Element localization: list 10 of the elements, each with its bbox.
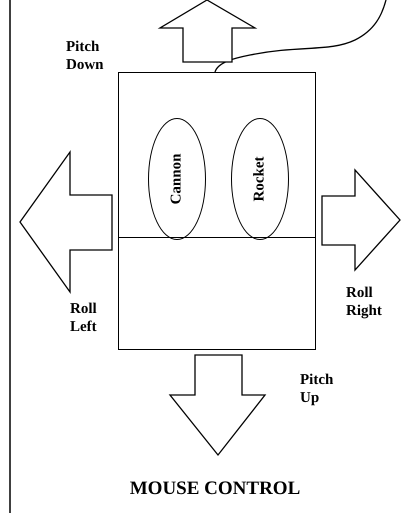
- title: MOUSE CONTROL: [128, 478, 302, 500]
- direction-label: Roll Right: [346, 284, 383, 320]
- direction-label: Pitch Down: [66, 38, 105, 74]
- direction-label: Pitch Up: [300, 371, 334, 407]
- direction-label: Roll Left: [70, 300, 98, 336]
- mouse-button: [231, 118, 289, 240]
- mouse-body: [118, 72, 316, 350]
- button-label: Rocket: [252, 156, 268, 202]
- button-label: Cannon: [168, 154, 186, 204]
- mouse-button: [148, 118, 206, 240]
